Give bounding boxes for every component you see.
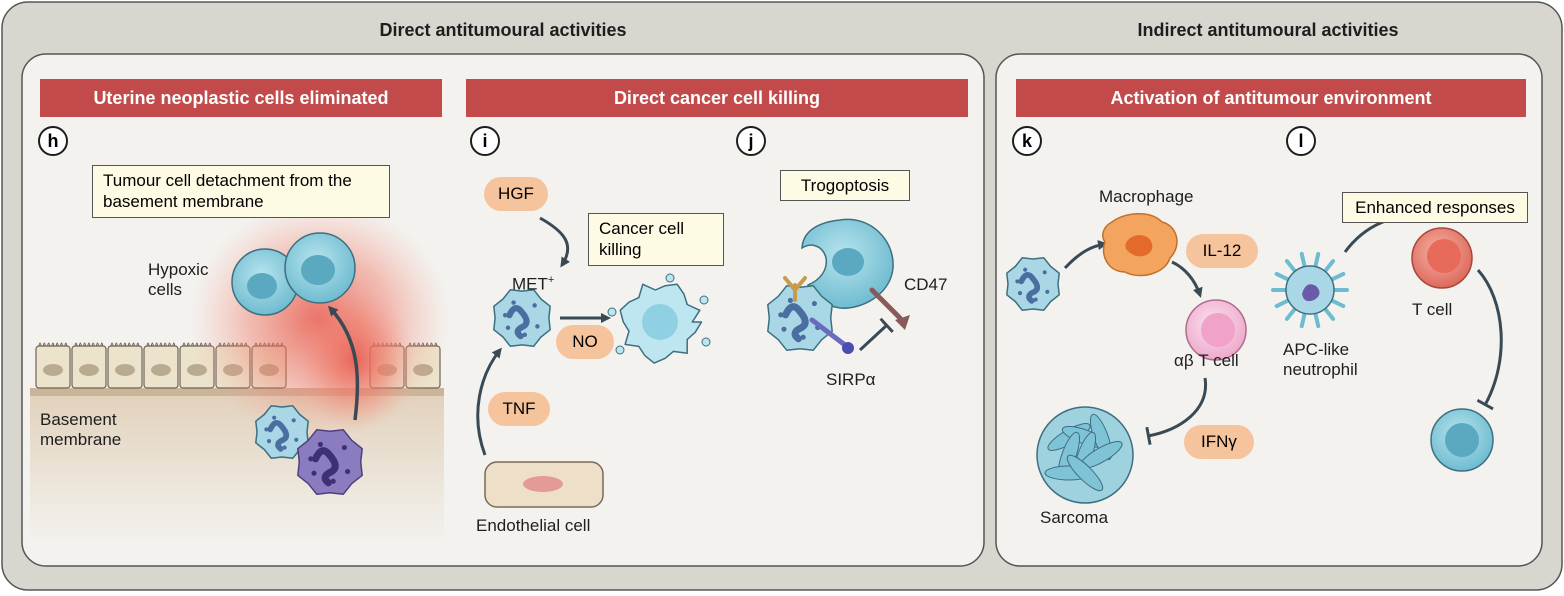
sarcoma-icon — [1036, 406, 1134, 504]
ab-t-cell-icon — [1185, 299, 1247, 361]
hgf-arrow — [539, 216, 571, 268]
apc-neutrophil-icon — [1271, 251, 1349, 329]
banner-direct-killing: Direct cancer cell killing — [466, 79, 968, 117]
ab-t-cell-label: αβ T cell — [1174, 351, 1239, 370]
t-cell-label: T cell — [1412, 300, 1453, 319]
tumour-cell-bitten-icon — [801, 218, 894, 309]
hypoxic-cells-icon — [231, 232, 356, 316]
endothelial-label: Endothelial cell — [476, 516, 591, 535]
sarcoma-label: Sarcoma — [1040, 508, 1109, 527]
macrophage-to-abt-arrow — [1171, 260, 1203, 298]
basement-membrane-label: Basement membrane — [40, 410, 122, 449]
header-direct: Direct antitumoural activities — [379, 20, 627, 40]
cd47-inhibition — [858, 317, 894, 352]
apc-neutrophil-label: APC-like neutrophil — [1283, 340, 1358, 379]
panel-label-h: h — [38, 126, 68, 156]
neutrophil-k-icon — [1006, 257, 1060, 311]
panel-label-i: i — [470, 126, 500, 156]
t-cell-icon — [1411, 227, 1473, 289]
sirpa-label: SIRPα — [826, 370, 876, 389]
panel-label-l: l — [1286, 126, 1316, 156]
met-neutrophil-icon — [493, 289, 551, 347]
endothelial-cell-icon — [484, 461, 604, 508]
banner-uterine: Uterine neoplastic cells eliminated — [40, 79, 442, 117]
hypoxic-cells-label: Hypoxic cells — [148, 260, 209, 299]
cd47-icon — [869, 287, 910, 330]
met-label: MET+ — [512, 274, 555, 294]
tnf-pill: TNF — [488, 392, 550, 426]
abt-to-sarcoma-inhibition — [1145, 377, 1208, 446]
macrophage-label: Macrophage — [1099, 187, 1194, 206]
trogoptosis-note: Trogoptosis — [780, 170, 910, 202]
detachment-arrow — [327, 305, 360, 421]
neutrophil-icon — [255, 405, 309, 459]
no-pill: NO — [556, 325, 614, 359]
enhanced-responses-note: Enhanced responses — [1342, 192, 1528, 224]
neutrophil-to-macrophage-arrow — [1063, 240, 1108, 270]
cd47-label: CD47 — [904, 275, 948, 294]
tcell-inhibition — [1476, 268, 1503, 411]
ifng-pill: IFNγ — [1184, 425, 1254, 459]
hgf-pill: HGF — [484, 177, 548, 211]
target-cell-icon — [1430, 408, 1494, 472]
killing-note: Cancer cell killing — [588, 213, 724, 266]
trogoptosis-neutrophil-icon — [767, 285, 833, 351]
macrophage-icon — [1102, 213, 1178, 277]
antibody-icon — [783, 276, 807, 302]
tnf-arrow — [476, 347, 502, 456]
header-indirect: Indirect antitumoural activities — [1137, 20, 1399, 40]
panel-label-k: k — [1012, 126, 1042, 156]
panel-label-j: j — [736, 126, 766, 156]
sirpa-receptor-icon — [809, 317, 854, 354]
banner-activation: Activation of antitumour environment — [1016, 79, 1526, 117]
purple-neutrophil-icon — [297, 429, 363, 495]
il12-pill: IL-12 — [1186, 234, 1258, 268]
indirect-panel — [995, 53, 1543, 567]
detachment-note: Tumour cell detachment from the basement… — [92, 165, 390, 218]
